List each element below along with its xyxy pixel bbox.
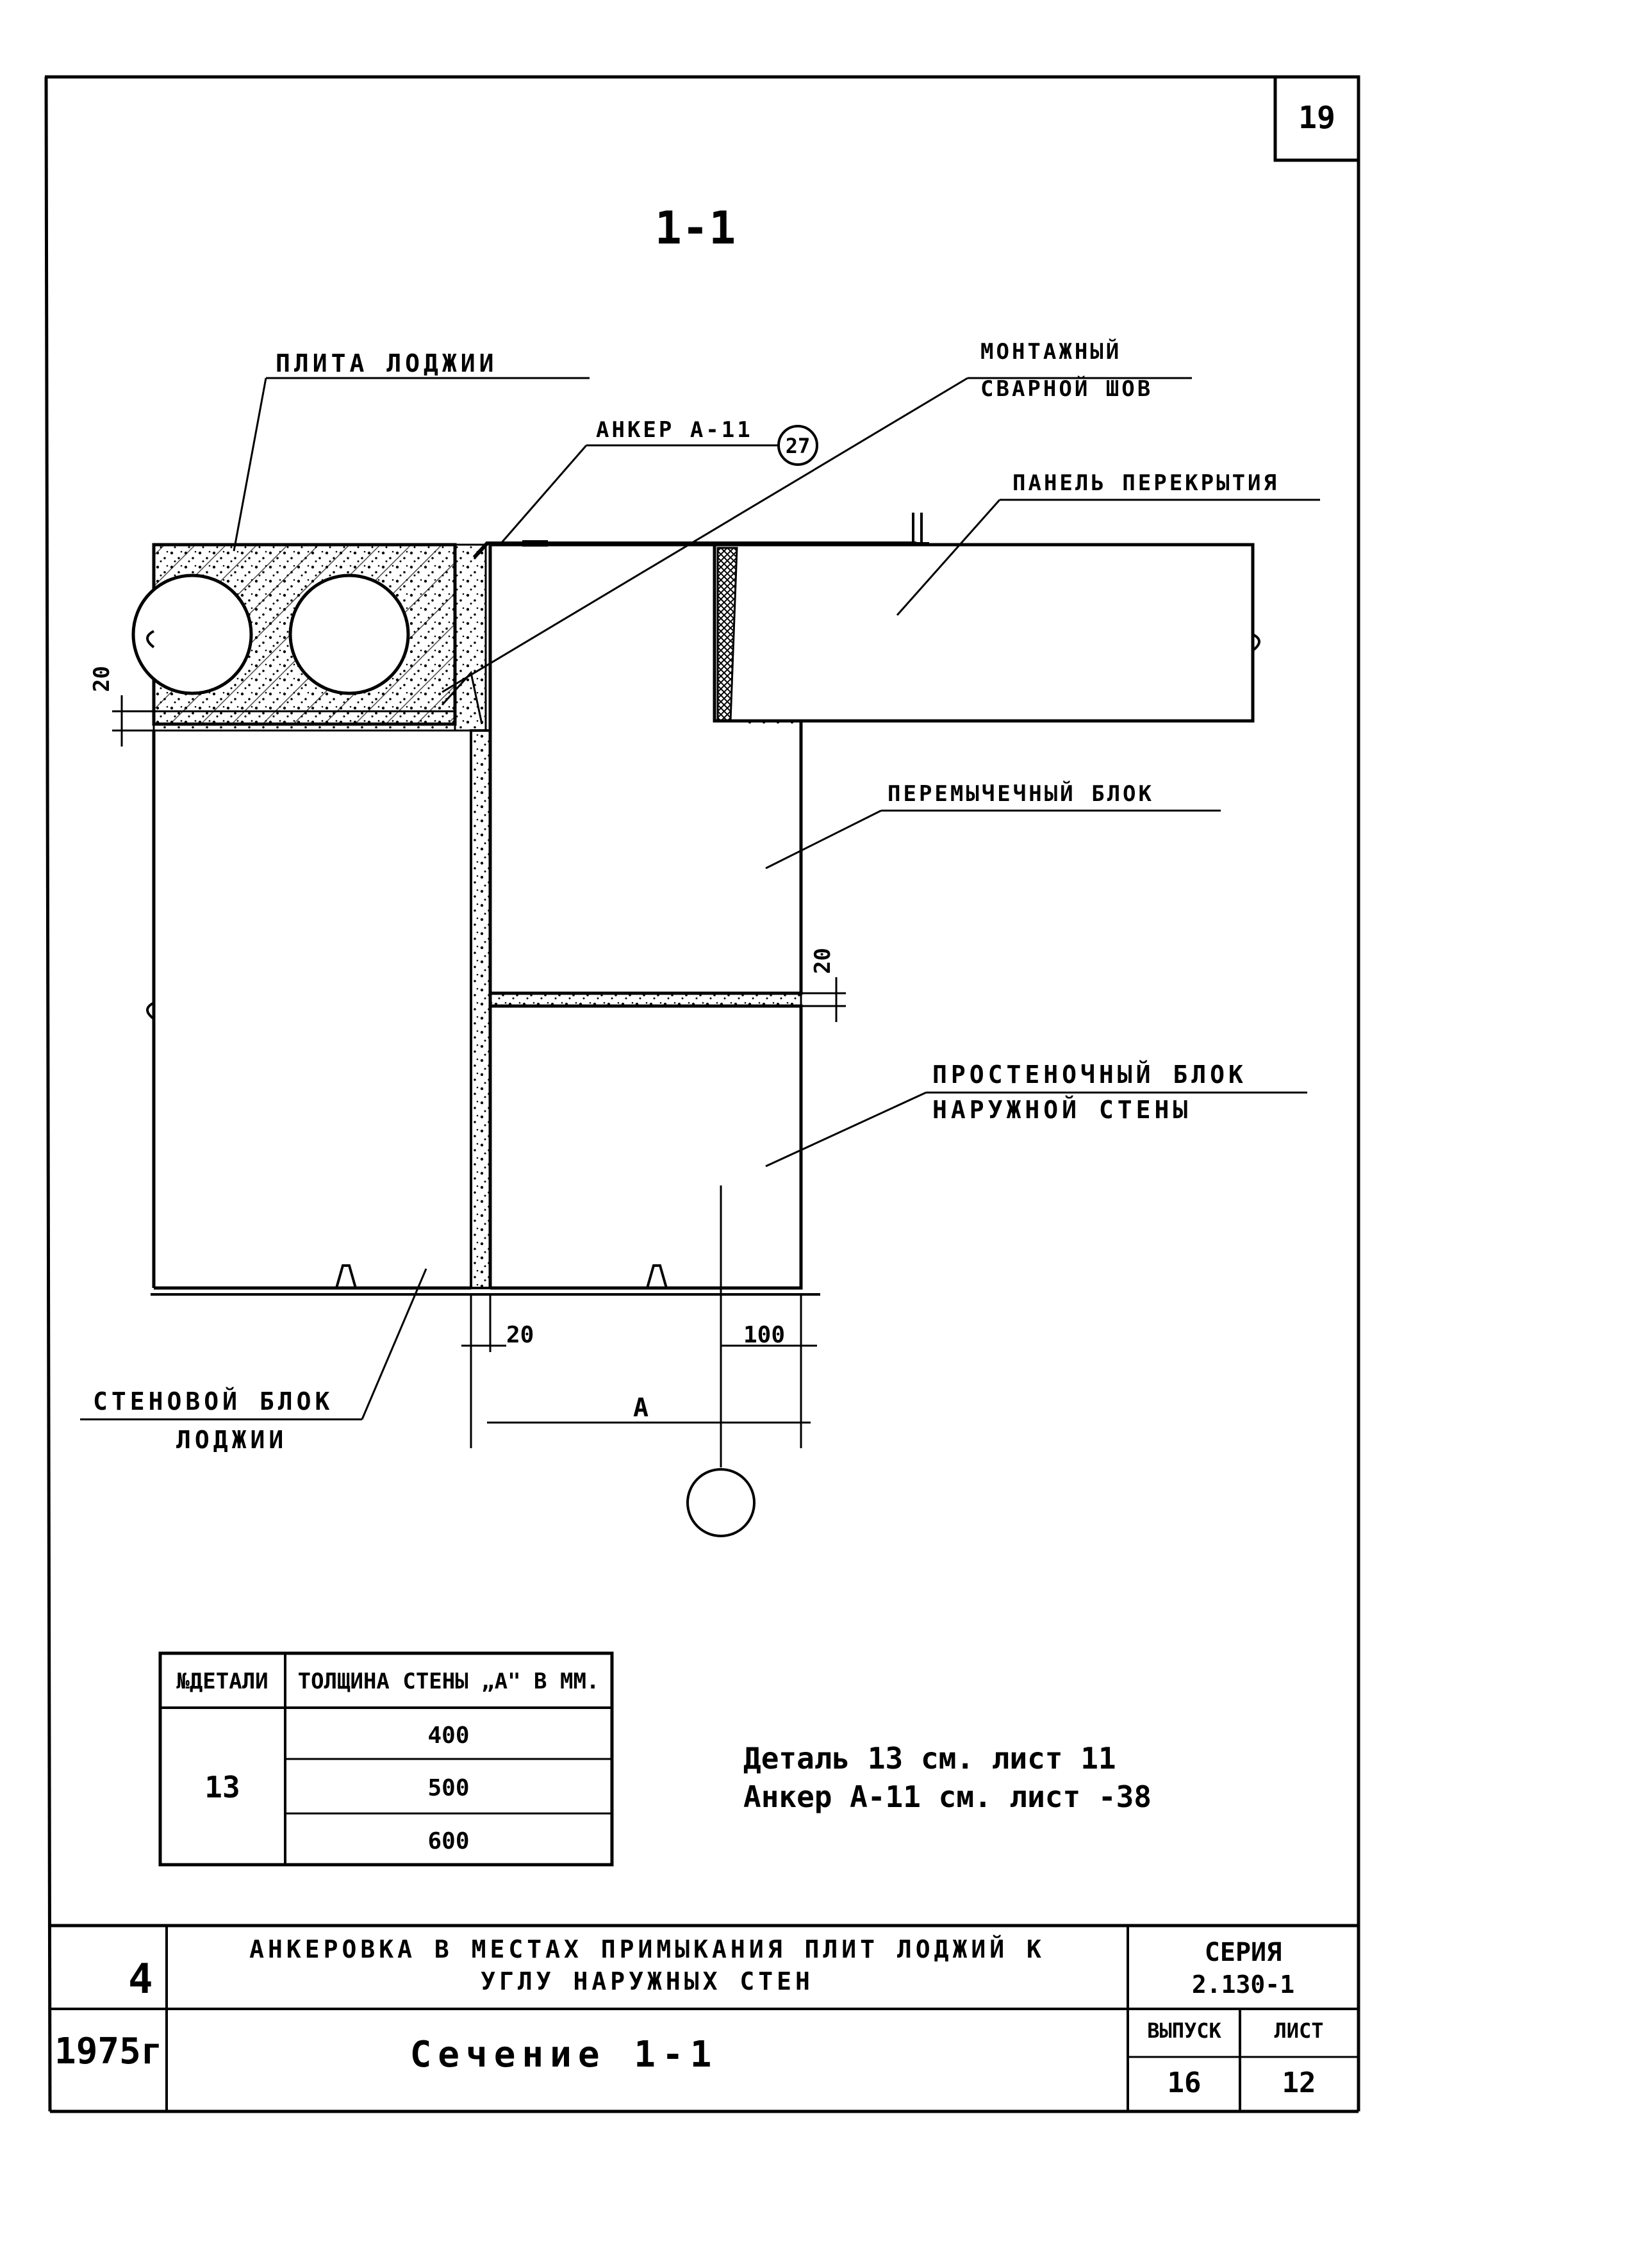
slab-void-2 [288,574,410,695]
dim-wall-thickness: А [633,1393,648,1423]
issue-value: 16 [1168,2067,1202,2099]
callout-labels: ПЛИТА ЛОДЖИИ МОНТАЖНЫЙ СВАРНОЙ ШОВ АНКЕР… [93,338,1279,1454]
title-subtitle: Сечение 1-1 [410,2034,718,2076]
outer-wall-blocks [488,543,803,1290]
slab-end-mortar [454,543,487,732]
title-block: 4 1975г АНКЕРОВКА В МЕСТАХ ПРИМЫКАНИЯ ПЛ… [50,1924,1359,2111]
label-anchor-ref: 27 [786,434,811,458]
section-drawing [131,513,1260,1537]
sheet-label: ЛИСТ [1274,2018,1323,2043]
label-pier-1: ПРОСТЕНОЧНЫЙ БЛОК [932,1061,1247,1089]
label-anchor: АНКЕР А-11 [596,417,753,443]
loggia-slab [131,543,457,732]
section-title: 1-1 [655,202,736,254]
series-value: 2.130-1 [1192,1970,1294,1999]
label-wall-1: СТЕНОВОЙ БЛОК [93,1387,333,1416]
notes: Деталь 13 см. лист 11 Анкер А-11 см. лис… [743,1741,1152,1814]
floor-panel [713,543,1260,725]
table-thickness-3: 600 [427,1828,469,1854]
label-loggia-slab: ПЛИТА ЛОДЖИИ [276,349,498,377]
series-label: СЕРИЯ [1205,1938,1282,1967]
vertical-joint [470,729,491,1289]
label-pier-2: НАРУЖНОЙ СТЕНЫ [932,1096,1191,1124]
label-wall-2: ЛОДЖИИ [176,1426,287,1454]
bed-joint [489,992,802,1007]
label-weld-1: МОНТАЖНЫЙ [980,338,1121,365]
issue-label: ВЫПУСК [1147,2018,1221,2043]
dimension-labels: 20 20 20 100 А [89,666,836,1423]
dim-joint-left: 20 [89,666,115,692]
title-year: 1975г [54,2031,163,2072]
sheet-frame [44,75,1360,2113]
title-stamp: 4 [128,1956,153,2003]
sheet-value: 12 [1282,2067,1316,2099]
title-line-1: АНКЕРОВКА В МЕСТАХ ПРИМЫКАНИЯ ПЛИТ ЛОДЖИ… [249,1935,1045,1963]
loggia-wall-block [146,731,668,1290]
dim-joint-right: 20 [810,948,836,974]
axis-marker [686,1185,756,1537]
label-floor-panel: ПАНЕЛЬ ПЕРЕКРЫТИЯ [1012,470,1279,496]
table-header-thickness: ТОЛЩИНА СТЕНЫ „А" В ММ. [298,1669,600,1694]
table-header-detail: №ДЕТАЛИ [176,1669,268,1694]
table-detail-no: 13 [204,1770,240,1804]
note-line-2: Анкер А-11 см. лист -38 [743,1779,1152,1814]
note-line-1: Деталь 13 см. лист 11 [743,1741,1116,1776]
table-thickness-1: 400 [427,1722,469,1749]
corner-number-text: 19 [1298,100,1335,136]
detail-table: №ДЕТАЛИ ТОЛЩИНА СТЕНЫ „А" В ММ. 13 400 5… [158,1651,614,1867]
title-line-2: УГЛУ НАРУЖНЫХ СТЕН [481,1967,814,1995]
anchor-plate [472,513,929,559]
table-thickness-2: 500 [427,1775,469,1801]
label-lintel-block: ПЕРЕМЫЧЕЧНЫЙ БЛОК [888,780,1154,807]
dim-bottom-joint: 20 [506,1322,534,1348]
corner-page-number: 19 [1273,75,1360,162]
axis-circle [686,1468,756,1537]
callout-leaders [80,377,1320,1421]
label-weld-2: СВАРНОЙ ШОВ [980,376,1153,402]
dimensions [112,695,846,1448]
slab-void-1 [131,574,253,695]
dim-bottom-offset: 100 [743,1322,785,1348]
